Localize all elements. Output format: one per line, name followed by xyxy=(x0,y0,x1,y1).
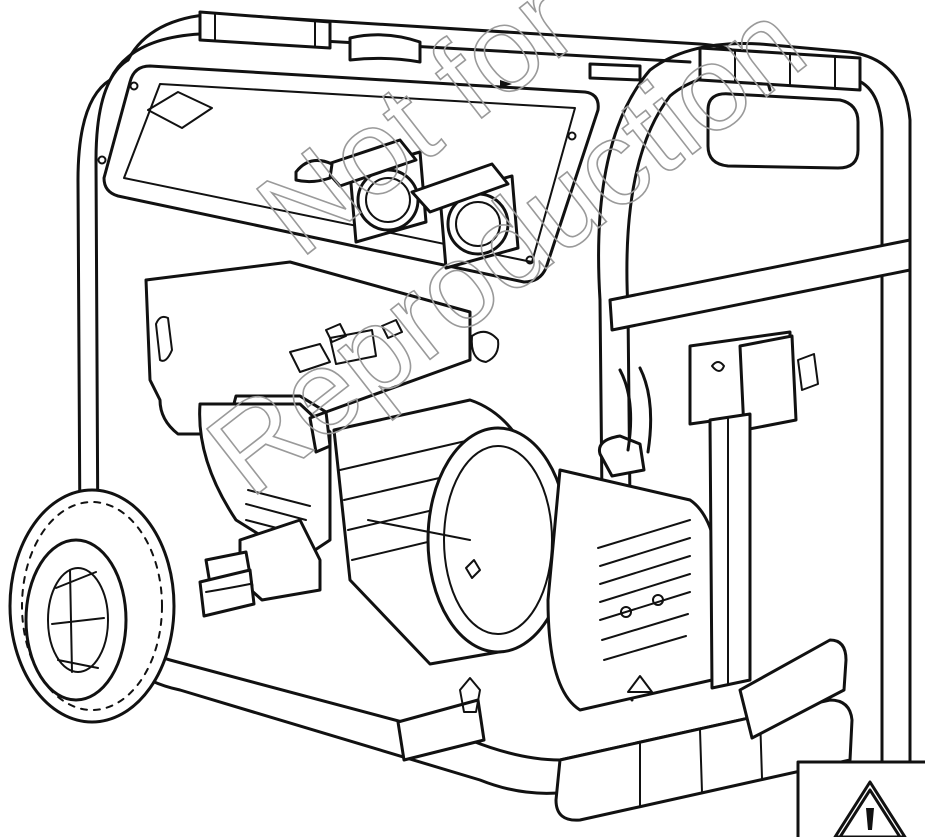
alternator xyxy=(332,398,570,666)
brand-logo-mark xyxy=(147,91,213,129)
side-panel xyxy=(608,238,912,690)
fuel-tank-end xyxy=(546,366,722,712)
warning-triangle-icon xyxy=(833,780,907,837)
front-bumper xyxy=(554,638,854,822)
small-warning-triangle-icon xyxy=(627,675,653,693)
foot-mount-left xyxy=(198,568,256,618)
outlet-cover-right xyxy=(410,162,510,214)
outlet-cover-left xyxy=(320,138,418,188)
outlet-right xyxy=(410,162,520,270)
front-handle xyxy=(597,42,912,802)
foot-mount-right xyxy=(396,677,486,762)
wheel xyxy=(8,488,176,724)
arrow-indicator-icon xyxy=(500,80,512,88)
engine-shroud xyxy=(144,260,472,436)
warning-label xyxy=(796,760,925,837)
outlet-left xyxy=(294,138,428,244)
